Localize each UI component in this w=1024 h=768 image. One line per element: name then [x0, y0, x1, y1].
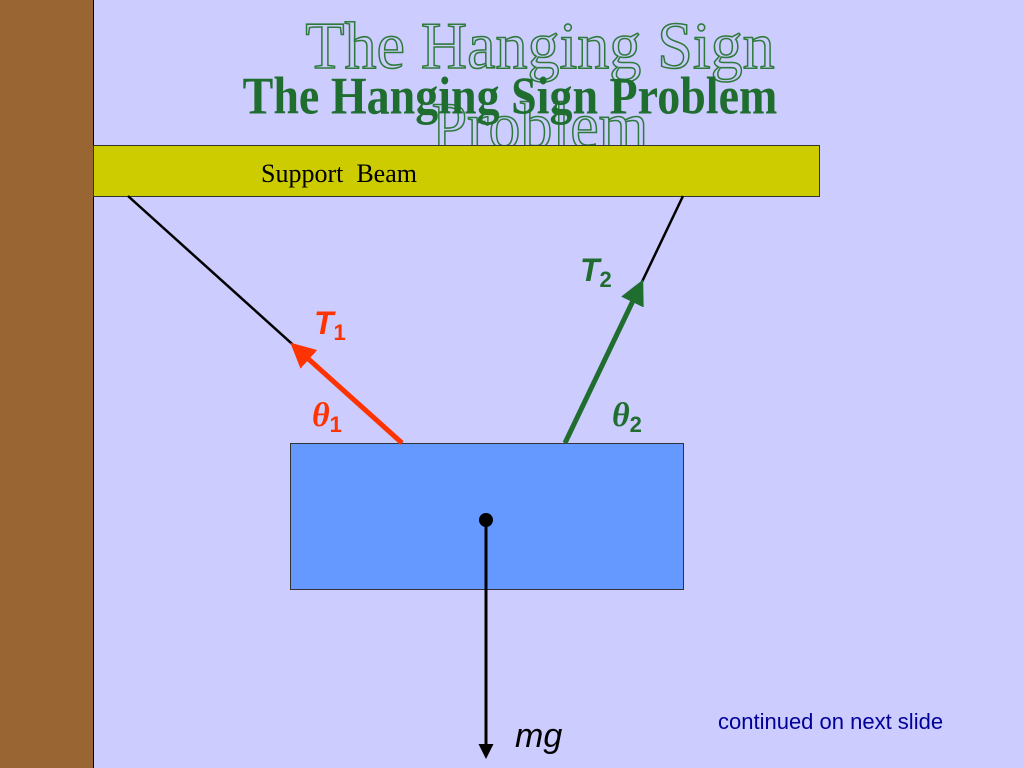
theta-1-label: θ1: [312, 398, 342, 443]
theta-2-subscript: 2: [629, 412, 642, 437]
title-shadow: The Hanging Sign Problem: [305, 8, 776, 164]
center-of-mass-dot: [479, 513, 493, 527]
wall: [0, 0, 94, 768]
tension-2-label: T2: [580, 252, 612, 298]
theta-2-label: θ2: [612, 398, 642, 443]
tension-2-arrow: [562, 279, 644, 445]
theta-2-symbol: θ: [612, 397, 630, 434]
tension-1-symbol: T: [314, 305, 334, 341]
tension-1-arrow: [290, 342, 404, 445]
support-beam-label: Support Beam: [261, 159, 417, 188]
theta-1-subscript: 1: [329, 412, 342, 437]
theta-1-symbol: θ: [312, 397, 330, 434]
title-area: The Hanging Sign Problem The Hanging Sig…: [0, 0, 1024, 164]
tension-2-symbol: T: [580, 252, 600, 288]
continued-note: continued on next slide: [718, 709, 944, 734]
tension-1-subscript: 1: [333, 320, 346, 345]
tension-2-subscript: 2: [599, 267, 612, 292]
support-beam: Support Beam: [93, 145, 820, 197]
slide-title: The Hanging Sign Problem: [242, 66, 778, 125]
weight-label: mg: [515, 717, 563, 755]
tension-1-label: T1: [314, 305, 346, 351]
